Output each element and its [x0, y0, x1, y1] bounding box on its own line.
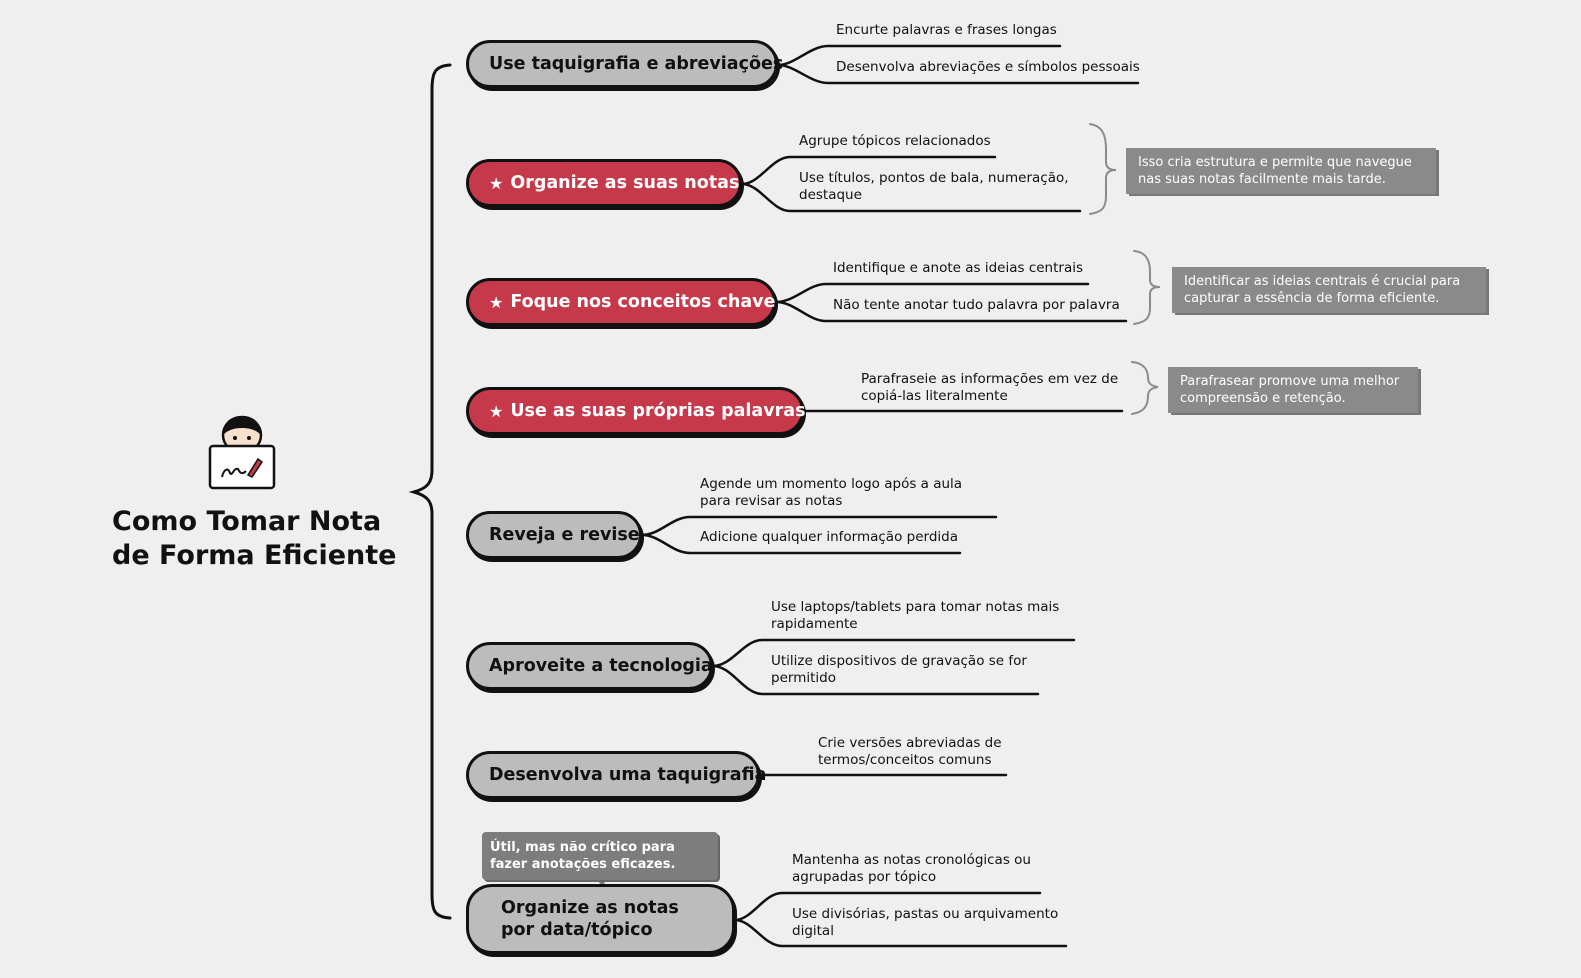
callout-note[interactable]: Útil, mas não crítico para fazer anotaçõ…: [482, 832, 718, 880]
subtopic[interactable]: Utilize dispositivos de gravação se for …: [771, 653, 1027, 686]
person-laptop-icon: [206, 413, 278, 493]
star-icon: ★: [489, 292, 504, 312]
subtopic[interactable]: Agende um momento logo após a aula para …: [700, 476, 963, 509]
topic-aproveite-tecnologia[interactable]: Aproveite a tecnologia: [466, 642, 713, 690]
subtopic[interactable]: Use títulos, pontos de bala, numeração, …: [799, 170, 1069, 203]
topic-label: Organize as notas por data/tópico: [501, 898, 679, 940]
subtopic[interactable]: Encurte palavras e frases longas: [836, 22, 1057, 38]
subtopic[interactable]: Agrupe tópicos relacionados: [799, 133, 991, 149]
subtopic[interactable]: Desenvolva abreviações e símbolos pessoa…: [836, 59, 1140, 75]
subtopic[interactable]: Use laptops/tablets para tomar notas mai…: [771, 599, 1060, 632]
summary-note[interactable]: Isso cria estrutura e permite que navegu…: [1126, 148, 1436, 194]
topic-proprias-palavras[interactable]: ★ Use as suas próprias palavras: [466, 387, 806, 435]
topic-label: Desenvolva uma taquigrafia: [489, 765, 767, 785]
subtopic[interactable]: Não tente anotar tudo palavra por palavr…: [833, 297, 1120, 313]
summary-note[interactable]: Parafrasear promove uma melhor compreens…: [1168, 367, 1418, 413]
topic-label: Reveja e revise: [489, 525, 640, 545]
topic-label: Aproveite a tecnologia: [489, 656, 713, 676]
topic-use-taquigrafia[interactable]: Use taquigrafia e abreviações: [466, 40, 783, 88]
subtopic[interactable]: Crie versões abreviadas de termos/concei…: [818, 735, 1002, 768]
subtopic[interactable]: Mantenha as notas cronológicas ou agrupa…: [792, 852, 1031, 885]
root-title-line-2: de Forma Eficiente: [112, 540, 397, 571]
topic-label: Foque nos conceitos chave: [510, 292, 776, 312]
subtopic[interactable]: Parafraseie as informações em vez de cop…: [861, 371, 1119, 404]
topic-foque-conceitos[interactable]: ★ Foque nos conceitos chave: [466, 278, 776, 326]
topic-label: Use taquigrafia e abreviações: [489, 54, 784, 74]
root-title: Como Tomar Nota de Forma Eficiente: [112, 505, 412, 573]
subtopic[interactable]: Use divisórias, pastas ou arquivamento d…: [792, 906, 1059, 939]
subtopic[interactable]: Adicione qualquer informação perdida: [700, 529, 958, 545]
star-icon: ★: [489, 401, 504, 421]
star-icon: ★: [489, 173, 504, 193]
topic-organize-notas[interactable]: ★ Organize as suas notas: [466, 159, 742, 207]
topic-organize-data-topico[interactable]: Organize as notas por data/tópico: [466, 884, 735, 954]
topic-desenvolva-taquigrafia[interactable]: Desenvolva uma taquigrafia: [466, 751, 766, 799]
subtopic[interactable]: Identifique e anote as ideias centrais: [833, 260, 1084, 276]
summary-note[interactable]: Identificar as ideias centrais é crucial…: [1172, 267, 1486, 313]
topic-label: Organize as suas notas: [510, 173, 740, 193]
root-title-line-1: Como Tomar Nota: [112, 506, 382, 537]
topic-label: Use as suas próprias palavras: [510, 401, 806, 421]
topic-reveja-revise[interactable]: Reveja e revise: [466, 511, 642, 559]
